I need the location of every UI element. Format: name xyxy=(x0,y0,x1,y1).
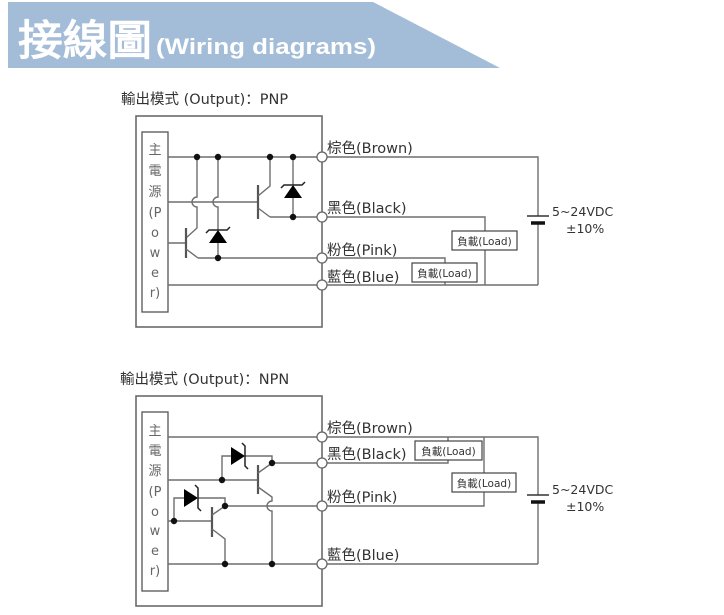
header-banner: 接線圖 (Wiring diagrams) xyxy=(8,2,500,68)
pnp-lower-transistor-emitter xyxy=(185,248,199,259)
pnp-lower-collector-wire xyxy=(185,157,198,239)
power-char: r) xyxy=(150,564,160,579)
pnp-black-wire xyxy=(270,216,486,285)
power-char: o xyxy=(151,226,159,241)
npn-brown-wire xyxy=(168,436,539,495)
supply-tolerance: ±10% xyxy=(566,499,604,514)
npn-lower-zener-diode-icon xyxy=(184,489,198,507)
npn-pink-label: 粉色(Pink) xyxy=(327,489,397,506)
power-char: (P xyxy=(149,485,162,500)
npn-pink-wire xyxy=(225,437,485,507)
npn-lower-zener-bar xyxy=(194,484,202,512)
npn-load-1: 負載(Load) xyxy=(414,440,483,461)
power-char: w xyxy=(150,524,161,539)
npn-blue-terminal xyxy=(316,558,328,570)
npn-lower-transistor-emitter xyxy=(211,528,226,564)
pnp-blue-terminal xyxy=(316,279,328,291)
npn-pink-terminal xyxy=(316,500,328,512)
load-label: 負載(Load) xyxy=(417,268,471,280)
npn-power-box xyxy=(141,411,169,592)
npn-upper-zener-bar xyxy=(241,442,249,470)
power-char: 電 xyxy=(148,444,161,459)
supply-tolerance: ±10% xyxy=(566,221,604,236)
npn-black-terminal xyxy=(316,457,328,469)
power-char: e xyxy=(151,544,159,559)
pnp-load-2: 負載(Load) xyxy=(411,262,478,283)
pnp-black-terminal xyxy=(316,211,328,223)
npn-mode-label: 輸出模式 (Output)：NPN xyxy=(120,371,289,388)
pnp-dc-supply: 5~24VDC ±10% xyxy=(527,204,614,236)
pnp-brown-terminal xyxy=(316,151,328,163)
power-char: 電 xyxy=(148,164,161,179)
npn-upper-zener-diode-icon xyxy=(231,447,245,465)
load-box xyxy=(451,472,517,493)
npn-dc-supply: 5~24VDC ±10% xyxy=(527,482,614,514)
load-label: 負載(Load) xyxy=(457,478,511,490)
power-char: e xyxy=(151,266,159,281)
pnp-lower-zener-bar xyxy=(205,226,231,234)
pnp-lower-zener-diode-icon xyxy=(209,230,227,243)
load-label: 負載(Load) xyxy=(421,446,475,458)
npn-lower-diode-cathode-wire xyxy=(198,497,226,506)
pnp-power-label: 主 電 源 (P o w e r) xyxy=(148,143,161,301)
junction-dot xyxy=(289,153,297,161)
junction-dot xyxy=(221,560,229,568)
supply-voltage: 5~24VDC xyxy=(552,482,614,497)
power-char: 主 xyxy=(148,143,161,158)
load-box xyxy=(414,440,483,461)
header-title-en: (Wiring diagrams) xyxy=(156,34,376,59)
npn-brown-label: 棕色(Brown) xyxy=(327,420,413,437)
pnp-brown-label: 棕色(Brown) xyxy=(327,140,413,157)
load-label: 負載(Load) xyxy=(457,236,511,248)
junction-dot xyxy=(218,476,226,484)
power-char: w xyxy=(150,246,161,261)
npn-blue-label: 藍色(Blue) xyxy=(327,547,399,564)
pnp-upper-zener-diode-icon xyxy=(284,185,302,198)
power-char: 源 xyxy=(148,464,161,479)
header-title-zh: 接線圖 xyxy=(18,16,152,65)
pnp-black-label: 黑色(Black) xyxy=(327,200,407,217)
npn-upper-diode-wire xyxy=(221,455,232,480)
banner-background xyxy=(8,2,500,68)
pnp-pink-label: 粉色(Pink) xyxy=(327,242,397,259)
npn-upper-diode-cathode-wire xyxy=(245,455,273,463)
pnp-upper-transistor-emitter xyxy=(257,207,271,218)
junction-dot xyxy=(221,502,229,510)
pnp-upper-zener-bar xyxy=(280,181,306,189)
power-char: r) xyxy=(150,286,160,301)
npn-brown-terminal xyxy=(316,431,328,443)
junction-dot xyxy=(268,560,276,568)
npn-load-2: 負載(Load) xyxy=(451,472,517,493)
npn-lower-diode-wire xyxy=(173,497,185,521)
power-char: 主 xyxy=(148,424,161,439)
junction-dot xyxy=(266,153,274,161)
pnp-pink-terminal xyxy=(316,252,328,264)
supply-voltage: 5~24VDC xyxy=(552,204,614,219)
junction-dot xyxy=(289,213,297,221)
pnp-lower-zener-wire xyxy=(212,157,219,230)
npn-diagram: 輸出模式 (Output)：NPN 主 電 源 (P o w e r) xyxy=(120,371,614,607)
junction-dot xyxy=(193,153,201,161)
pnp-load-1: 負載(Load) xyxy=(451,230,518,251)
junction-dot xyxy=(214,254,222,262)
pnp-upper-transistor-collector xyxy=(257,157,271,197)
junction-dot xyxy=(214,153,222,161)
npn-black-label: 黑色(Black) xyxy=(327,446,407,463)
pnp-blue-label: 藍色(Blue) xyxy=(327,269,399,286)
npn-power-label: 主 電 源 (P o w e r) xyxy=(148,424,161,579)
pnp-mode-label: 輸出模式 (Output)：PNP xyxy=(121,91,288,108)
pnp-power-box xyxy=(141,131,169,313)
power-char: (P xyxy=(149,206,162,221)
junction-dot xyxy=(170,517,178,525)
junction-dot xyxy=(268,459,276,467)
pnp-diagram: 輸出模式 (Output)：PNP 主 電 源 (P o w e r) xyxy=(121,91,614,328)
npn-upper-transistor-emitter xyxy=(257,486,273,564)
power-char: 源 xyxy=(148,185,161,200)
power-char: o xyxy=(151,505,159,520)
load-box xyxy=(411,262,478,283)
load-box xyxy=(451,230,518,251)
